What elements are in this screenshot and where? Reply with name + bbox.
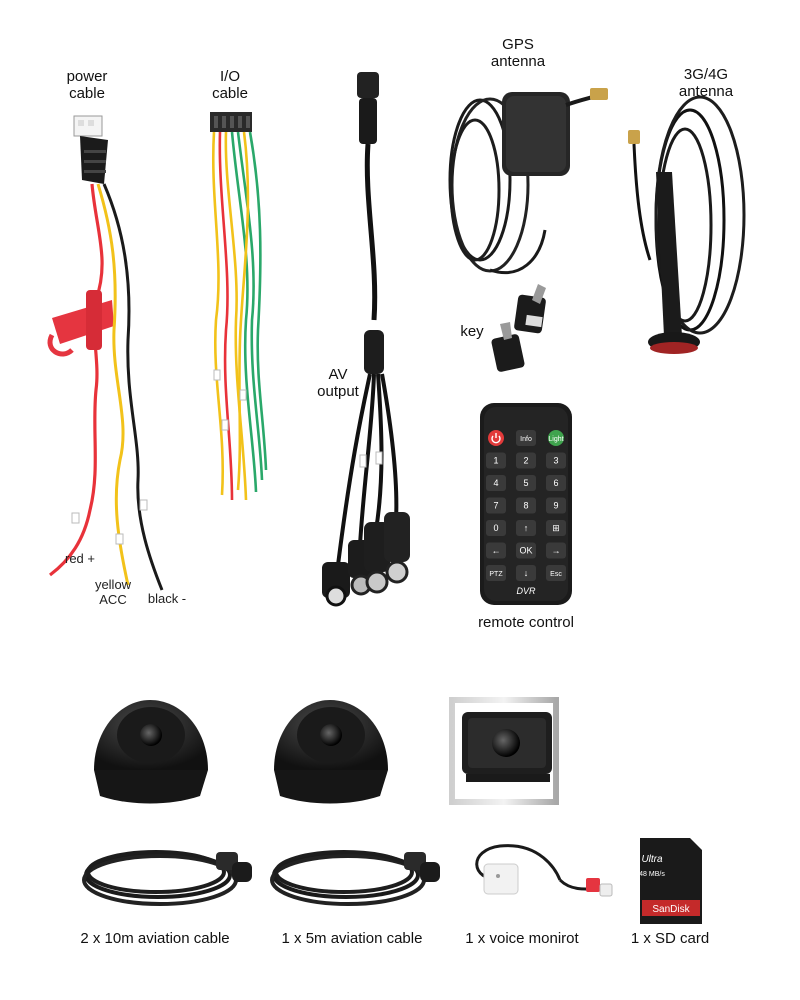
power-icon: [491, 433, 501, 444]
label-key: key: [460, 323, 484, 340]
remote-key-label: Info: [520, 436, 532, 443]
gps-antenna: [448, 88, 608, 275]
box-camera: [449, 697, 559, 805]
av-output-cable: [322, 72, 410, 607]
remote-key-label: 5: [523, 478, 528, 488]
caption-sd-card: 1 x SD card: [630, 930, 710, 947]
io-cable: [210, 112, 268, 501]
remote-key-label: 3: [553, 456, 558, 466]
remote-key-label: Esc: [550, 571, 562, 578]
remote-key-1-2: 3: [546, 452, 566, 469]
aviation-cable-10m: [82, 850, 252, 906]
remote-key-label: 8: [523, 501, 528, 511]
power-cable: [47, 115, 164, 591]
remote-key-label: ↓: [524, 568, 529, 578]
remote-key-label: ⊞: [552, 523, 560, 533]
remote-key-label: →: [552, 546, 561, 556]
remote-key-5-1: OK: [516, 542, 536, 559]
remote-key-3-2: 9: [546, 497, 566, 514]
voice-monitor: [475, 844, 613, 897]
remote-key-6-1: ↓: [516, 565, 536, 581]
remote-brand: DVR: [516, 586, 536, 596]
remote-key-4-0: 0: [486, 520, 506, 536]
remote-key-3-1: 8: [516, 497, 536, 514]
dome-camera-1: [94, 700, 208, 804]
sd-brand: SanDisk: [652, 904, 690, 915]
remote-key-1-1: 2: [516, 452, 536, 469]
aviation-cable-5m: [270, 850, 440, 906]
keys: [491, 284, 546, 372]
3g4g-antenna: [628, 95, 746, 354]
remote-key-label: 6: [553, 478, 558, 488]
remote-key-2-1: 5: [516, 475, 536, 491]
remote-key-3-0: 7: [486, 497, 506, 514]
sd-capacity: 48 MB/s: [639, 871, 665, 878]
remote-key-label: ←: [492, 546, 501, 556]
remote-key-1-0: 1: [486, 452, 506, 469]
caption-voice-monitor: 1 x voice monirot: [465, 930, 579, 947]
remote-key-5-2: →: [546, 542, 566, 559]
dome-camera-2: [274, 700, 388, 804]
remote-key-label: Light: [548, 436, 563, 443]
remote-key-4-1: ↑: [516, 520, 536, 536]
remote-key-label: 0: [493, 523, 498, 533]
remote-key-label: OK: [519, 546, 532, 556]
label-remote-control: remote control: [478, 614, 574, 631]
sd-card: Ultra 48 MB/s SanDisk: [639, 838, 702, 924]
remote-control: Info Light 1 2 3 4 5 6 7 8 9 0 ↑ ⊞ ← OK → PTZ ↓ Esc DVR: [480, 403, 572, 605]
remote-key-label: 1: [493, 456, 498, 466]
label-red: red +: [65, 551, 95, 566]
remote-key-0-2: Light: [548, 430, 564, 446]
remote-key-label: 4: [493, 478, 498, 488]
remote-key-4-2: ⊞: [546, 520, 566, 536]
remote-key-label: ↑: [524, 523, 529, 533]
caption-aviation-10m: 2 x 10m aviation cable: [80, 930, 230, 947]
remote-key-label: 9: [553, 501, 558, 511]
remote-key-6-2: Esc: [546, 565, 566, 581]
sd-line: Ultra: [641, 854, 663, 865]
remote-key-label: PTZ: [489, 571, 503, 578]
remote-key-6-0: PTZ: [486, 565, 506, 581]
remote-key-label: 2: [523, 456, 528, 466]
caption-aviation-5m: 1 x 5m aviation cable: [281, 930, 423, 947]
label-black: black -: [147, 591, 187, 606]
remote-key-0-1: Info: [516, 430, 536, 446]
remote-key-2-0: 4: [486, 475, 506, 491]
remote-key-5-0: ←: [486, 542, 506, 559]
remote-key-2-2: 6: [546, 475, 566, 491]
remote-key-label: 7: [493, 501, 498, 511]
remote-key-0-0: [488, 430, 504, 446]
